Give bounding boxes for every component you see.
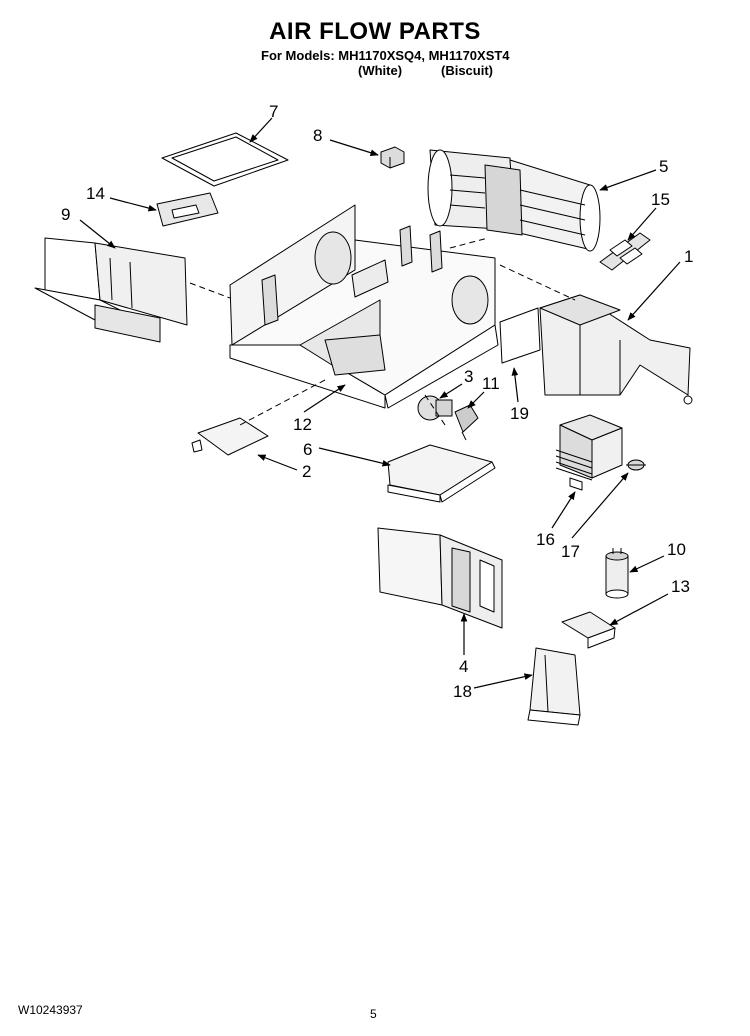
part-8-switch [380, 146, 405, 169]
callout-9: 9 [61, 205, 70, 224]
models-line: For Models: MH1170XSQ4, MH1170XST4 [261, 48, 510, 63]
part-17-thermostat [626, 459, 646, 471]
callout-leaders [79, 117, 681, 689]
callout-19: 19 [510, 404, 529, 423]
callout-15: 15 [651, 190, 670, 209]
part-2-plate [191, 417, 269, 456]
part-6-tray [387, 444, 496, 503]
part-11-connector [454, 404, 479, 441]
part-18-vent-guide [527, 647, 581, 726]
callout-12: 12 [293, 415, 312, 434]
callout-2: 2 [302, 462, 311, 481]
part-1-air-duct [539, 294, 693, 405]
callout-5: 5 [659, 157, 668, 176]
part-3-motor [417, 395, 453, 421]
part-7-filter-frame [161, 132, 289, 187]
part-15-bracket [599, 232, 651, 271]
callout-17: 17 [561, 542, 580, 561]
color-biscuit: (Biscuit) [441, 63, 493, 78]
callout-7: 7 [269, 102, 278, 121]
callout-18: 18 [453, 682, 472, 701]
part-10-capacitor [605, 548, 629, 599]
color-white: (White) [358, 63, 403, 78]
page-number: 5 [370, 1007, 377, 1021]
callout-6: 6 [303, 440, 312, 459]
part-14-plate [156, 192, 219, 227]
callout-8: 8 [313, 126, 322, 145]
callout-13: 13 [671, 577, 690, 596]
part-13-bracket [561, 611, 616, 649]
callout-3: 3 [464, 367, 473, 386]
callout-numbers: 1 2 3 4 5 6 7 8 9 10 11 12 13 14 15 16 1… [61, 102, 693, 701]
part-16-transformer [555, 414, 623, 491]
part-9-duct-panel [34, 237, 188, 343]
callout-1: 1 [684, 247, 693, 266]
part-4-wave-guide [377, 527, 503, 629]
part-19-panel [499, 307, 541, 364]
callout-4: 4 [459, 657, 468, 676]
page-title: AIR FLOW PARTS [269, 18, 481, 45]
part-5-blower [427, 149, 601, 252]
callout-14: 14 [86, 184, 105, 203]
assembly-lines [189, 237, 576, 426]
callout-10: 10 [667, 540, 686, 559]
callout-11: 11 [482, 374, 500, 393]
callout-16: 16 [536, 530, 555, 549]
part-12-base-chassis [229, 204, 499, 409]
document-number: W10243937 [18, 1003, 83, 1017]
